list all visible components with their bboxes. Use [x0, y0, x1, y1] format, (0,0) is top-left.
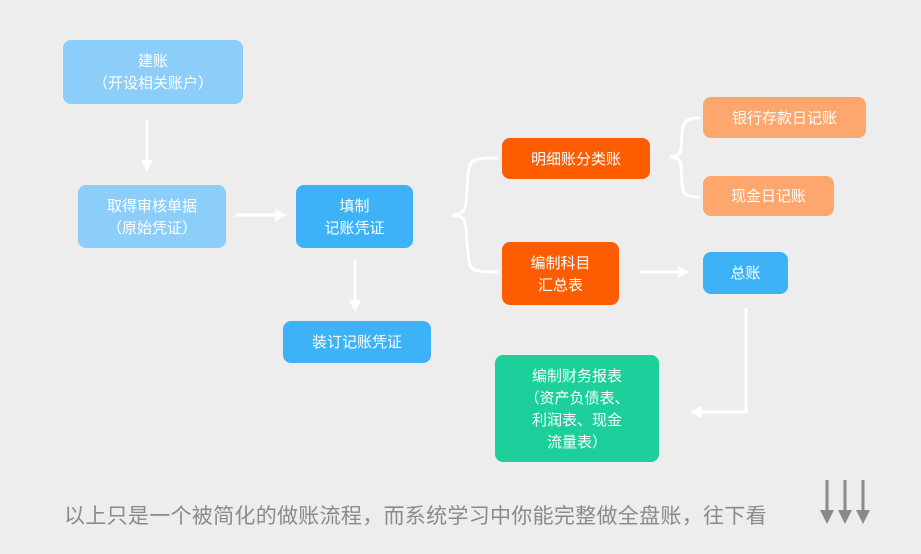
node-fill-voucher: 填制 记账凭证 [296, 185, 413, 248]
footer-note: 以上只是一个被简化的做账流程，而系统学习中你能完整做全盘账，往下看 [64, 504, 767, 528]
brace-fill-split [452, 156, 499, 274]
node-bind-voucher: 装订记账凭证 [283, 321, 431, 363]
node-general-ledger: 总账 [703, 252, 788, 294]
node-financial-statements: 编制财务报表 （资产负债表、 利润表、现金 流量表） [495, 355, 659, 462]
node-detail-ledger: 明细账分类账 [502, 138, 650, 179]
triple-down-arrow-icon [820, 480, 870, 524]
node-obtain-review: 取得审核单据 （原始凭证） [78, 185, 226, 248]
node-open-account: 建账 （开设相关账户） [63, 40, 243, 104]
node-compile-subjects: 编制科目 汇总表 [502, 242, 619, 305]
node-bank-journal: 银行存款日记账 [703, 97, 866, 138]
brace-detail-split [669, 116, 701, 199]
node-cash-journal: 现金日记账 [703, 176, 834, 216]
arrow-ledger-to-statements [690, 308, 748, 418]
